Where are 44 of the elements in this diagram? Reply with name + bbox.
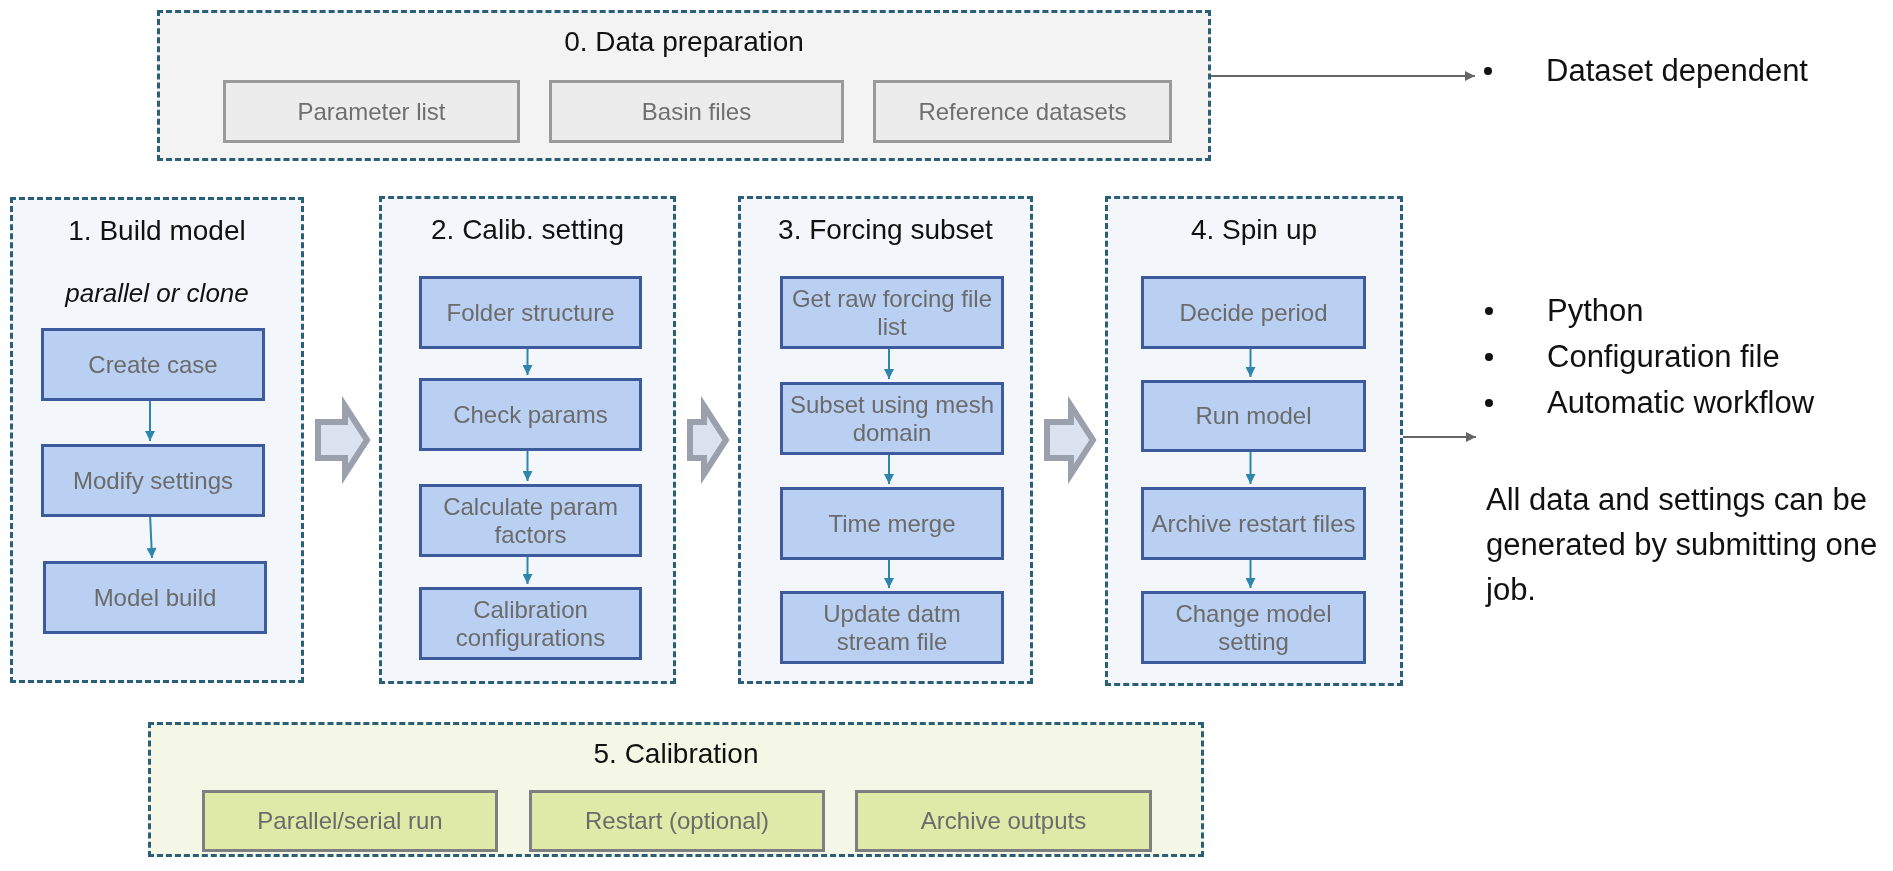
group-title: 3. Forcing subset	[777, 213, 994, 247]
process-box: Parameter list	[223, 80, 520, 143]
process-box: Calculate param factors	[419, 484, 642, 557]
dashed-group-panel	[157, 10, 1211, 161]
dashed-group-panel	[148, 722, 1204, 857]
block-arrow	[1044, 395, 1097, 485]
group-title: 1. Build model	[67, 214, 247, 248]
block-arrow	[687, 395, 730, 485]
group-title: 2. Calib. setting	[430, 213, 625, 247]
dashed-group-panel	[738, 196, 1033, 684]
block-arrow	[315, 395, 371, 485]
process-box: Basin files	[549, 80, 844, 143]
dashed-group-panel	[379, 196, 676, 684]
process-box: Decide period	[1141, 276, 1366, 349]
arrow	[1210, 71, 1476, 81]
group-subtitle: parallel or clone	[63, 277, 250, 309]
dashed-group-panel	[1105, 196, 1403, 686]
bullet-text: Dataset dependent	[1546, 53, 1808, 89]
process-box: Folder structure	[419, 276, 642, 349]
process-box: Restart (optional)	[529, 790, 825, 852]
process-box: Subset using mesh domain	[780, 382, 1004, 455]
process-box: Parallel/serial run	[202, 790, 498, 852]
arrow	[1402, 432, 1477, 442]
process-box: Get raw forcing file list	[780, 276, 1004, 349]
bullet-text: Python	[1547, 293, 1644, 329]
group-title: 4. Spin up	[1189, 213, 1319, 247]
bullet-text: Configuration file	[1547, 339, 1780, 375]
note-text: All data and settings can be generated by submitting one job.	[1486, 481, 1879, 609]
process-box: Time merge	[780, 487, 1004, 560]
process-box: Run model	[1141, 380, 1366, 452]
process-box: Change model setting	[1141, 591, 1366, 664]
process-box: Archive restart files	[1141, 487, 1366, 560]
process-box: Check params	[419, 378, 642, 451]
process-box: Archive outputs	[855, 790, 1152, 852]
process-box: Create case	[41, 328, 265, 401]
process-box: Calibration configurations	[419, 587, 642, 660]
process-box: Reference datasets	[873, 80, 1172, 143]
process-box: Update datm stream file	[780, 591, 1004, 664]
group-title: 0. Data preparation	[563, 25, 805, 59]
group-title: 5. Calibration	[592, 737, 760, 771]
process-box: Modify settings	[41, 444, 265, 517]
process-box: Model build	[43, 561, 267, 634]
dashed-group-panel	[10, 197, 304, 683]
bullet-text: Automatic workflow	[1547, 385, 1815, 421]
